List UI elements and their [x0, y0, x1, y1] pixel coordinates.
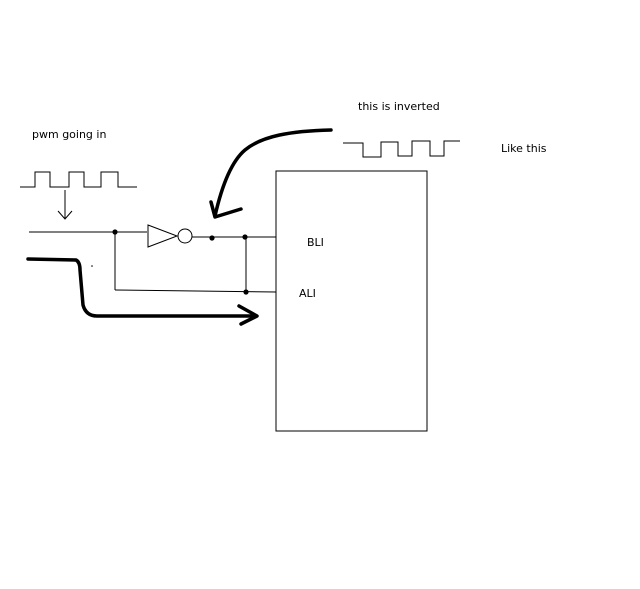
ali-wire: [114, 289, 277, 293]
junction-dot-bli: [242, 234, 248, 240]
ali-pointer-arrow: [26, 257, 259, 326]
inverter-gate: [147, 224, 179, 248]
inverted-label: this is inverted: [358, 100, 440, 113]
pwm-input-waveform: [20, 171, 137, 188]
like-this-label: Like this: [501, 142, 547, 155]
bli-pin-label: BLI: [307, 236, 324, 249]
inverted-pointer-arrow: [209, 128, 333, 219]
junction-dot-inverter-out: [209, 235, 215, 241]
pwm-down-arrow: [57, 190, 73, 220]
junction-dot-ali: [243, 289, 249, 295]
inverted-waveform: [343, 140, 460, 158]
ali-pin-label: ALI: [299, 287, 316, 300]
pwm-in-label: pwm going in: [32, 128, 106, 141]
driver-ic-box: [275, 170, 428, 432]
stray-dot: [91, 265, 93, 267]
inverter-bubble-icon: [177, 228, 193, 244]
